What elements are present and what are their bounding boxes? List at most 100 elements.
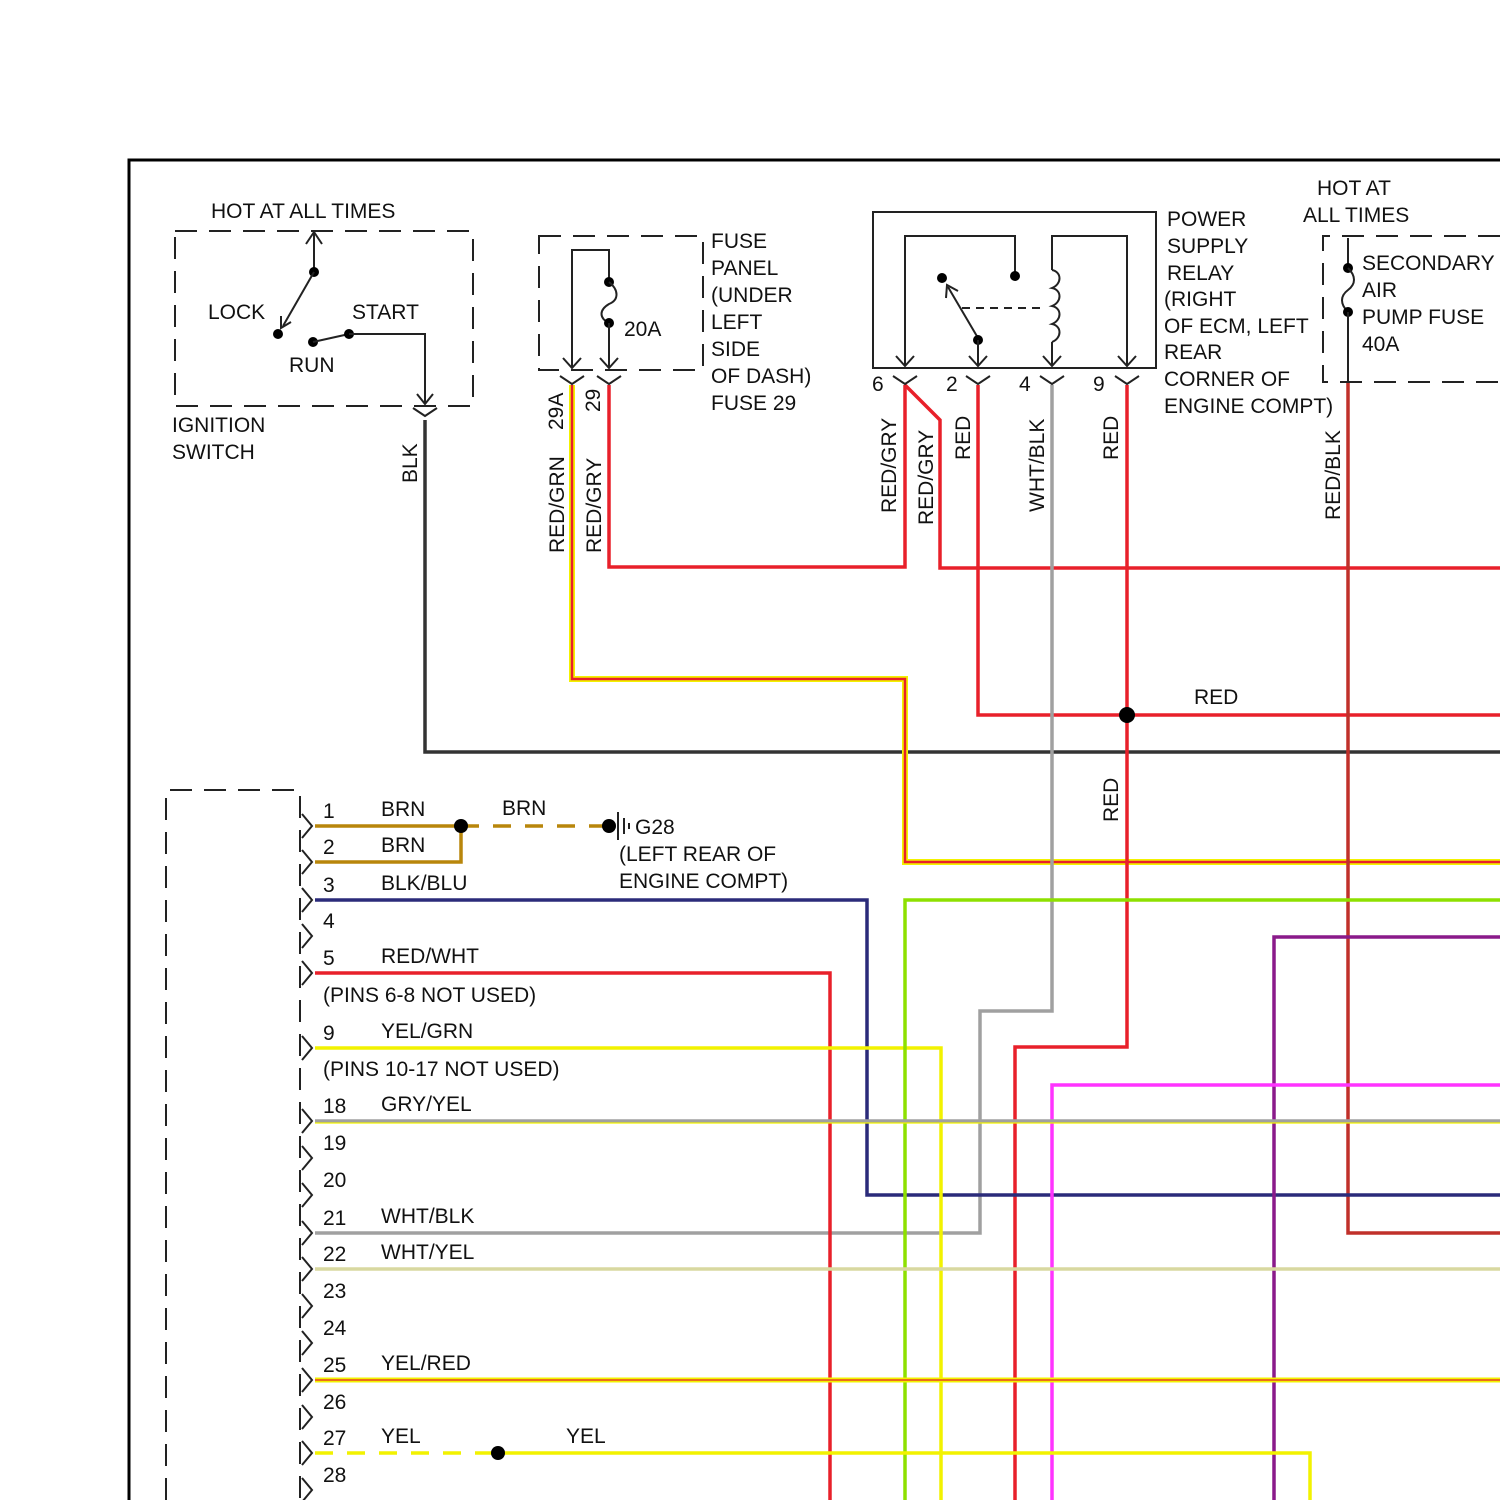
ignition-wire-label: BLK [399, 443, 422, 483]
connector-pin-number: 1 [323, 800, 335, 823]
connector-pin-number: 5 [323, 947, 335, 970]
fuse-line-1: PANEL [711, 257, 778, 280]
fuse-pin-a: 29A [545, 393, 568, 430]
connector-pin-number: 4 [323, 910, 335, 933]
relay-wire-4: RED [1100, 416, 1123, 460]
relay-pin-4: 4 [1019, 373, 1031, 396]
secondary-hot-line1: HOT AT [1317, 177, 1391, 200]
connector-pin-wire-label: WHT/YEL [381, 1241, 474, 1264]
connector-pin-number: 21 [323, 1207, 346, 1230]
secondary-line-0: SECONDARY [1362, 252, 1495, 275]
fuse-panel-box [539, 236, 703, 370]
connector-pin-number: 9 [323, 1022, 335, 1045]
fuse-line-5: OF DASH) [711, 365, 811, 388]
relay-line-2: RELAY [1167, 262, 1234, 285]
relay-line-7: ENGINE COMPT) [1164, 395, 1333, 418]
connector-pin-arrow-icon [302, 1331, 312, 1355]
connector-pin-arrow-icon [302, 1368, 312, 1392]
relay-wire-3: WHT/BLK [1026, 419, 1049, 512]
fuse-line-0: FUSE [711, 230, 767, 253]
connector-pin-number: 22 [323, 1243, 346, 1266]
ignition-hot-label: HOT AT ALL TIMES [211, 200, 395, 223]
splice-dot-brn [454, 819, 468, 833]
fuse-rating: 20A [624, 318, 661, 341]
secondary-line-3: 40A [1362, 333, 1399, 356]
connector-pin-arrow-icon [302, 1183, 312, 1207]
splice-dot-ground [602, 819, 616, 833]
ground-wire-label: BRN [502, 797, 546, 820]
connector-pin-wire-label: GRY/YEL [381, 1093, 472, 1116]
connector-pin-number: 25 [323, 1354, 346, 1377]
connector-pin-arrow-icon [302, 1036, 312, 1060]
ignition-name-line2: SWITCH [172, 441, 255, 464]
connector-pin-arrow-icon [302, 1294, 312, 1318]
relay-pin-2: 2 [946, 373, 958, 396]
relay-wire-0: RED/GRY [878, 418, 901, 513]
connector-pin-icons [302, 814, 312, 1500]
connector-pin-number: 19 [323, 1132, 346, 1155]
wire-red-wht [315, 973, 830, 1500]
splice-red-v-label: RED [1100, 778, 1123, 822]
connector-pin-arrow-icon [302, 1478, 312, 1500]
connector-pin-wire-label: YEL/GRN [381, 1020, 473, 1043]
yel-continuation-label: YEL [566, 1425, 606, 1448]
ground-symbol-icon [618, 812, 629, 840]
note-pins-6-8: (PINS 6-8 NOT USED) [323, 984, 536, 1007]
relay-pin-9: 9 [1093, 373, 1105, 396]
splice-dot-yel [491, 1446, 505, 1460]
relay-line-1: SUPPLY [1167, 235, 1248, 258]
connector-box [166, 790, 300, 1500]
relay-line-4: OF ECM, LEFT [1164, 315, 1309, 338]
secondary-hot-line2: ALL TIMES [1303, 204, 1409, 227]
relay-line-3: (RIGHT [1164, 288, 1236, 311]
relay-line-5: REAR [1164, 341, 1222, 364]
connector-pin-number: 20 [323, 1169, 346, 1192]
connector-pin-arrow-icon [302, 924, 312, 948]
relay-line-0: POWER [1167, 208, 1246, 231]
connector-pin-arrow-icon [302, 1405, 312, 1429]
ground-line1: (LEFT REAR OF [619, 843, 776, 866]
wire-red-blk [1348, 383, 1500, 1233]
connector-pin-wire-label: RED/WHT [381, 945, 479, 968]
connector-pin-number: 26 [323, 1391, 346, 1414]
connector-pin-wire-label: WHT/BLK [381, 1205, 474, 1228]
connector-pin-wire-label: YEL [381, 1425, 421, 1448]
fuse-line-3: LEFT [711, 311, 763, 334]
connector-pin-arrow-icon [302, 850, 312, 874]
wire-red-relay-2 [978, 385, 1500, 715]
ground-line2: ENGINE COMPT) [619, 870, 788, 893]
relay-pin-6: 6 [872, 373, 884, 396]
wire-magenta [1052, 1085, 1500, 1500]
wire-purple [1274, 937, 1500, 1500]
ignition-name-line1: IGNITION [172, 414, 265, 437]
wire-red-relay-9 [1015, 385, 1127, 1500]
connector-pin-arrow-icon [302, 1441, 312, 1465]
fuse-pin-b: 29 [582, 389, 605, 412]
connector-pin-number: 23 [323, 1280, 346, 1303]
fuse-wire-b: RED/GRY [583, 458, 606, 553]
wires [315, 383, 1500, 1500]
note-pins-10-17: (PINS 10-17 NOT USED) [323, 1058, 560, 1081]
connector-pin-wire-label: YEL/RED [381, 1352, 471, 1375]
splice-red-h-label: RED [1194, 686, 1238, 709]
connector-pin-number: 2 [323, 836, 335, 859]
connector-pin-arrow-icon [302, 1257, 312, 1281]
relay-icon [896, 236, 1136, 366]
splice-dot-red [1119, 707, 1135, 723]
connector-pin-number: 28 [323, 1464, 346, 1487]
relay-line-6: CORNER OF [1164, 368, 1290, 391]
secondary-fuse-icon [1342, 238, 1354, 382]
connector-pin-number: 18 [323, 1095, 346, 1118]
connector-pin-arrow-icon [302, 814, 312, 838]
connector-pin-wire-label: BLK/BLU [381, 872, 467, 895]
connector-pin-number: 24 [323, 1317, 347, 1340]
connector-pin-number: 3 [323, 874, 335, 897]
relay-wire-2: RED [952, 416, 975, 460]
relay-wire-1: RED/GRY [915, 430, 938, 525]
secondary-line-2: PUMP FUSE [1362, 306, 1484, 329]
fuse-connector-icon [560, 376, 621, 384]
connector-pin-arrow-icon [302, 1221, 312, 1245]
ignition-start-label: START [352, 301, 419, 324]
fuse-icon [563, 250, 618, 368]
